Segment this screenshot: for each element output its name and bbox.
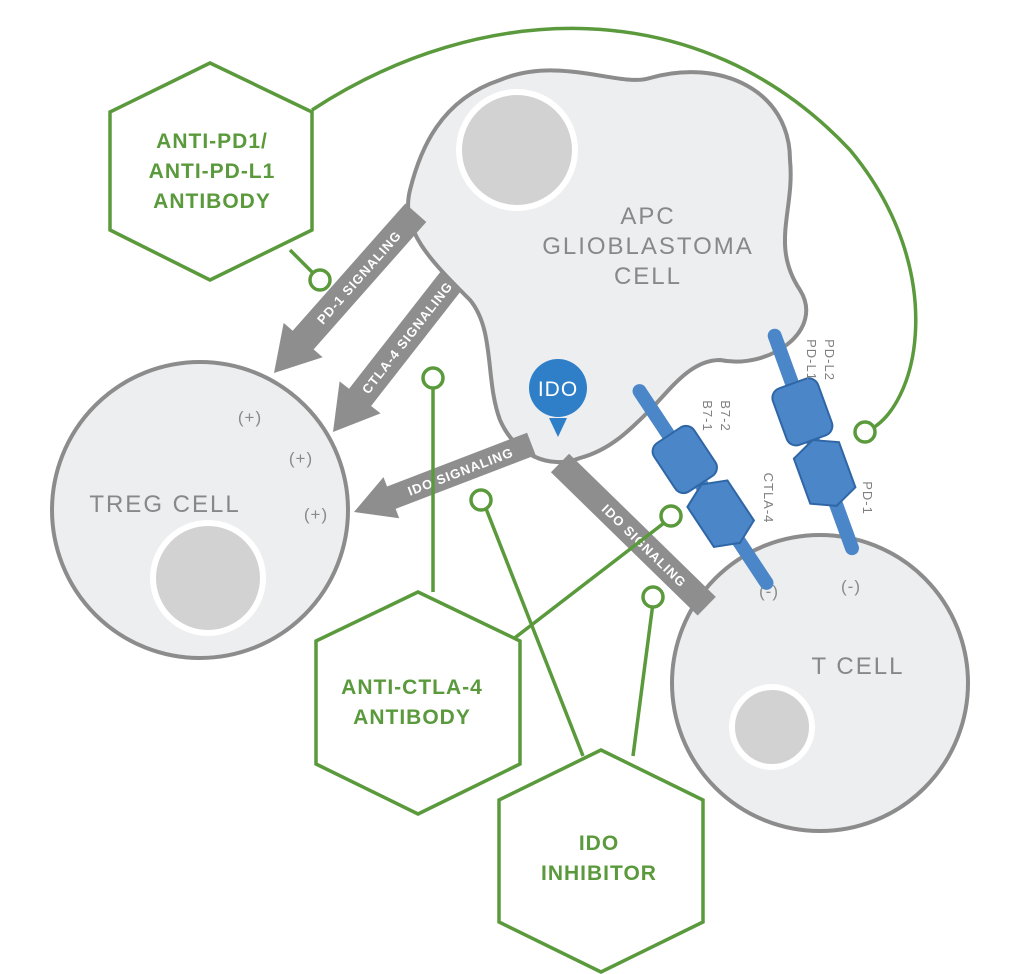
ido-inhibitor-hexagon: IDO INHIBITOR <box>497 748 705 974</box>
ido-inhibitor-knob-right <box>641 585 665 609</box>
apc-label-line-2: GLIOBLASTOMA <box>542 233 754 260</box>
anti-pd1-label-line-1: ANTI-PD1/ <box>156 130 268 153</box>
anti-ctla4-label-line-2: ANTIBODY <box>353 706 471 729</box>
ido-inhibitor-label-line-2: INHIBITOR <box>541 862 657 885</box>
treg-cell-label: TREG CELL <box>89 491 240 518</box>
pd1-pdl-receptor <box>767 328 859 556</box>
pd-l2-label: PD-L2 <box>822 339 837 381</box>
ido-inhibitor-label-line-1: IDO <box>579 832 619 855</box>
anti-ctla4-label-line-1: ANTI-CTLA-4 <box>341 676 483 699</box>
treg-plus-sign-1: (+) <box>238 408 262 427</box>
t-cell-nucleus <box>729 684 815 770</box>
ido-inhibitor-knob-left <box>469 488 493 512</box>
b7-2-label: B7-2 <box>718 400 733 431</box>
treg-plus-sign-3: (+) <box>304 505 328 524</box>
anti-pd1-arc-connector <box>311 26 918 434</box>
pd1-target-knob <box>853 420 877 444</box>
anti-ctla4-knob-right <box>659 504 683 528</box>
t-cell-minus-sign-2: (-) <box>841 577 861 596</box>
pd-l1-label: PD-L1 <box>804 339 819 381</box>
treg-nucleus <box>150 520 266 636</box>
ctla4-receptor-body <box>686 479 756 549</box>
anti-ctla4-hexagon: ANTI-CTLA-4 ANTIBODY <box>314 590 522 816</box>
ido-badge: IDO <box>529 359 587 437</box>
anti-pd1-connector <box>288 248 314 274</box>
t-cell-label: T CELL <box>812 653 905 680</box>
anti-pd1-label-line-3: ANTIBODY <box>153 190 271 213</box>
anti-pd1-label-line-2: ANTI-PD-L1 <box>149 160 276 183</box>
ido-to-treg-signaling-arrow: IDO SIGNALING <box>354 432 536 519</box>
apc-nucleus <box>456 89 578 211</box>
apc-label-line-1: APC <box>620 203 675 230</box>
treg-cell: TREG CELL (+) (+) (+) <box>50 360 350 660</box>
t-cell: T CELL (-) (-) <box>670 533 970 833</box>
ctla4-b7-receptor <box>632 384 774 590</box>
anti-pd1-knob <box>308 268 332 292</box>
apc-label-line-3: CELL <box>614 263 682 290</box>
anti-ctla4-knob-top <box>421 366 445 390</box>
ctla4-label: CTLA-4 <box>761 473 776 524</box>
treg-plus-sign-2: (+) <box>289 449 313 468</box>
pd1-label: PD-1 <box>860 481 875 515</box>
ido-inhibitor-connector-right <box>631 602 655 757</box>
pd1-receptor-body <box>792 439 857 507</box>
pd-l-receptor-body <box>771 377 834 447</box>
ido-badge-label: IDO <box>538 378 578 401</box>
ido-inhibitor-connector-left <box>483 505 585 757</box>
ido-to-treg-signaling-label: IDO SIGNALING <box>406 445 516 499</box>
apc-glioblastoma-cell: APC GLIOBLASTOMA CELL <box>406 68 809 464</box>
anti-pd1-hexagon: ANTI-PD1/ ANTI-PD-L1 ANTIBODY <box>108 61 314 282</box>
b7-1-label: B7-1 <box>700 400 715 431</box>
anti-ctla4-connector-right <box>510 521 666 642</box>
